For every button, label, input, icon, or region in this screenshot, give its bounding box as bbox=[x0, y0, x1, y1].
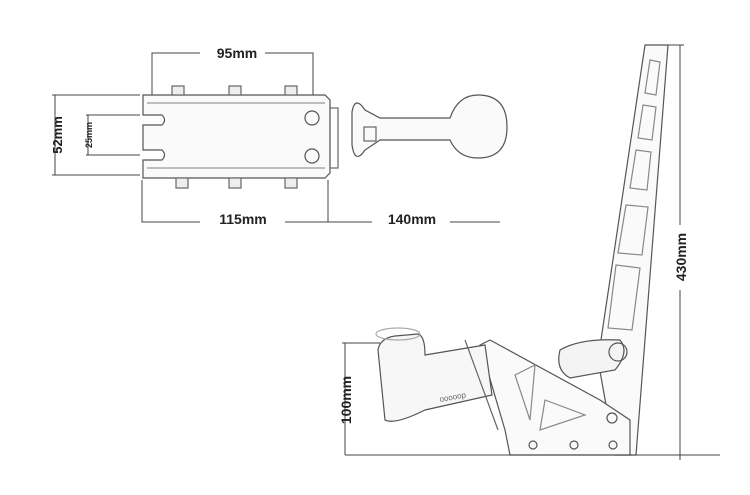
mount-hole bbox=[304, 110, 320, 126]
top-view-base-plate bbox=[142, 94, 331, 179]
dim-100mm: 100mm bbox=[338, 376, 354, 424]
side-dimension-lines bbox=[342, 44, 684, 460]
top-view bbox=[142, 85, 508, 189]
dim-115mm: 115mm bbox=[219, 211, 266, 227]
side-view-lever bbox=[597, 44, 669, 456]
top-dimension-lines bbox=[52, 52, 500, 223]
dim-95mm: 95mm bbox=[217, 45, 257, 61]
bolts bbox=[171, 85, 298, 189]
master-cylinder bbox=[377, 333, 493, 422]
side-view bbox=[345, 44, 720, 456]
dim-140mm: 140mm bbox=[388, 211, 436, 227]
dim-52mm: 52mm bbox=[50, 116, 65, 154]
top-view-lever bbox=[351, 94, 508, 159]
release-button bbox=[363, 126, 377, 142]
dim-25mm: 25mm bbox=[84, 122, 94, 148]
mount-hole bbox=[304, 148, 320, 164]
dim-430mm: 430mm bbox=[673, 233, 689, 281]
side-view-base-bracket bbox=[479, 339, 631, 456]
